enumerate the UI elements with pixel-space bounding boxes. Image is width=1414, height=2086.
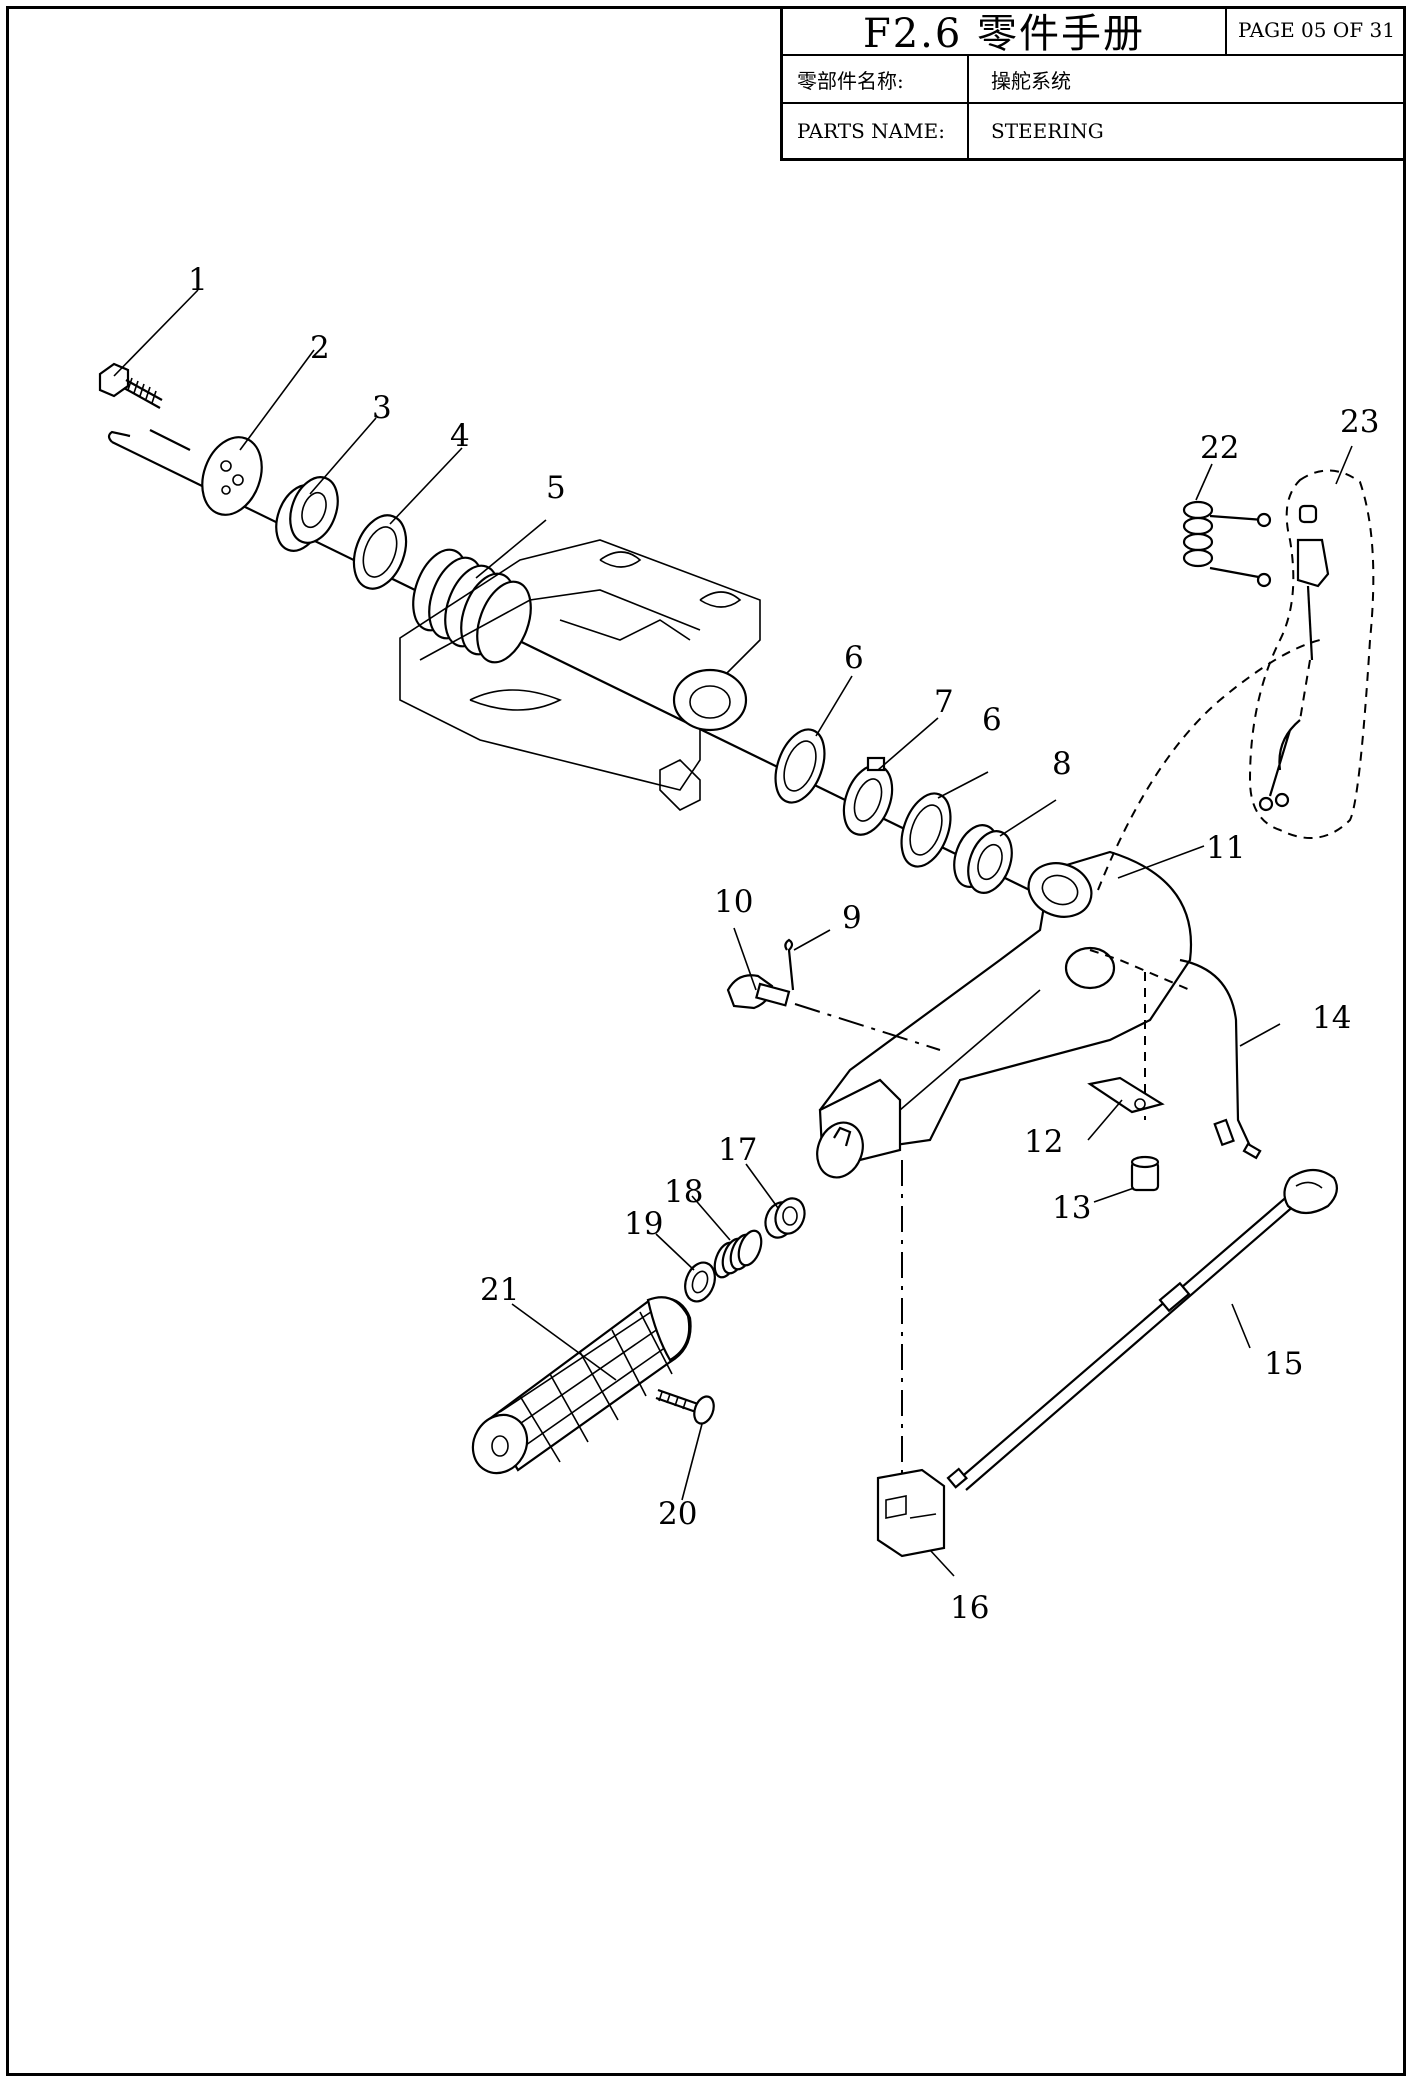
- callout-5: 5: [546, 470, 566, 506]
- callout-19: 19: [624, 1206, 663, 1242]
- callout-7: 7: [934, 684, 954, 720]
- hidden-line-pivot: [1089, 949, 1191, 991]
- steering-shaft-axis: [111, 441, 1051, 901]
- plate-part-12: [1087, 1076, 1165, 1114]
- callout-18: 18: [664, 1174, 703, 1210]
- dashed-leader-kill-switch: [1097, 639, 1321, 891]
- kill-switch-part-23: [1248, 469, 1375, 839]
- callout-14: 14: [1312, 1000, 1351, 1036]
- callout-23: 23: [1340, 404, 1379, 440]
- spring-part-18: [713, 1229, 763, 1279]
- parts-name-cn-label: 零部件名称:: [783, 56, 969, 104]
- page-number: PAGE 05 OF 31: [1227, 6, 1406, 56]
- callout-12: 12: [1024, 1124, 1063, 1160]
- bracket-part-16: [876, 1160, 946, 1558]
- callout-16: 16: [950, 1590, 989, 1626]
- adjusting-knob-part-10: [726, 974, 941, 1051]
- drawing-sheet-border: [6, 6, 1406, 2076]
- washer-part-6-a: [774, 728, 826, 804]
- bushing-part-3: [275, 476, 339, 552]
- callout-6-lower: 6: [982, 702, 1002, 738]
- callout-3: 3: [372, 390, 392, 426]
- cable-part-14: [1179, 958, 1262, 1160]
- title-block: F2.6 零件手册 PAGE 05 OF 31 零部件名称: 操舵系统 PART…: [780, 6, 1406, 161]
- callout-20: 20: [658, 1496, 697, 1532]
- grip-part-21: [471, 1296, 692, 1475]
- bushing-part-17: [764, 1197, 806, 1239]
- callout-8: 8: [1052, 746, 1072, 782]
- tiller-handle-part-11: [816, 850, 1193, 1179]
- bolt-part-1: [98, 362, 163, 409]
- callout-1: 1: [188, 262, 208, 298]
- document-title: F2.6 零件手册: [783, 6, 1227, 57]
- callout-22: 22: [1200, 430, 1239, 466]
- callout-2: 2: [310, 330, 330, 366]
- callout-17: 17: [718, 1132, 757, 1168]
- throttle-shaft-part-15: [946, 1168, 1339, 1491]
- friction-spring-part-5: [412, 548, 532, 664]
- callout-10: 10: [714, 884, 753, 920]
- swivel-bracket-housing: [399, 539, 761, 811]
- washer-part-19: [684, 1261, 716, 1303]
- callout-21: 21: [480, 1272, 519, 1308]
- callout-6-upper: 6: [844, 640, 864, 676]
- parts-name-en-value: STEERING: [991, 119, 1104, 143]
- callout-9: 9: [842, 900, 862, 936]
- callout-13: 13: [1052, 1190, 1091, 1226]
- plate-part-2: [107, 429, 263, 516]
- screw-part-20: [655, 1388, 715, 1425]
- washer-part-4: [352, 514, 408, 590]
- bushing-part-8: [953, 824, 1013, 894]
- callout-11: 11: [1206, 830, 1245, 866]
- stopper-part-7: [842, 756, 894, 836]
- parts-name-cn-value: 操舵系统: [969, 56, 1406, 104]
- parts-name-en-label: PARTS NAME:: [783, 104, 969, 158]
- washer-part-6-b: [900, 792, 952, 868]
- leader-lines: [113, 289, 1353, 1577]
- callout-4: 4: [450, 418, 470, 454]
- lanyard-part-22: [1182, 500, 1272, 588]
- screw-part-13: [1130, 1155, 1160, 1192]
- pin-part-9: [784, 938, 795, 991]
- callout-15: 15: [1264, 1346, 1303, 1382]
